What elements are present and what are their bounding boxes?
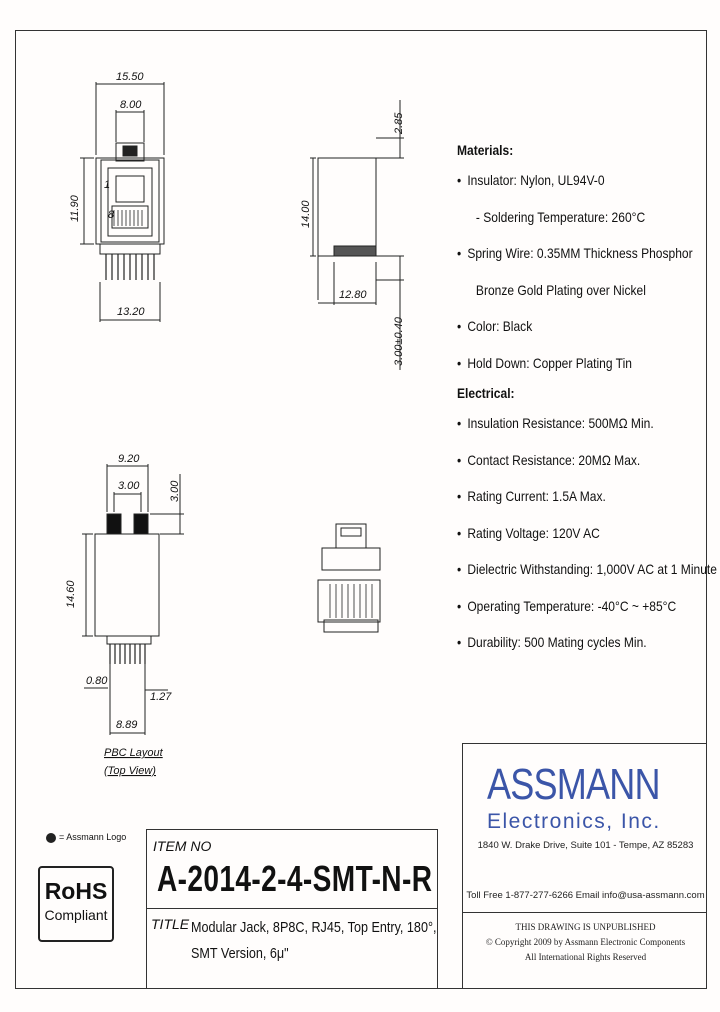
pcb-layout-subtitle: (Top View) bbox=[104, 765, 156, 777]
divider bbox=[463, 912, 706, 913]
spec-item: •Dielectric Withstanding: 1,000V AC at 1… bbox=[457, 561, 717, 577]
title-label: TITLE bbox=[151, 916, 190, 932]
company-block: ASSMANN Electronics, Inc. 1840 W. Drake … bbox=[462, 743, 707, 989]
spec-item: •Insulation Resistance: 500MΩ Min. bbox=[457, 415, 654, 431]
copyright-notice: © Copyright 2009 by Assmann Electronic C… bbox=[485, 937, 686, 947]
dim-label: 3.00 bbox=[118, 480, 140, 492]
dim-label: 14.00 bbox=[300, 200, 312, 228]
spec-item: •Color: Black bbox=[457, 318, 533, 334]
pin-label: 8 bbox=[108, 209, 115, 221]
rohs-badge: RoHS Compliant bbox=[38, 866, 114, 942]
dim-label: 9.20 bbox=[118, 453, 140, 465]
spec-item: •Spring Wire: 0.35MM Thickness Phosphor bbox=[457, 245, 693, 261]
dim-label: 8.89 bbox=[116, 719, 137, 731]
dim-label: 11.90 bbox=[69, 194, 81, 222]
materials-heading: Materials: bbox=[457, 142, 514, 158]
assmann-logo-icon bbox=[46, 832, 56, 843]
item-number: A-2014-2-4-SMT-N-R bbox=[157, 858, 433, 899]
title-line: SMT Version, 6μ" bbox=[191, 945, 289, 962]
dim-label: 8.00 bbox=[120, 99, 142, 111]
electrical-heading: Electrical: bbox=[457, 385, 515, 401]
title-text: Modular Jack, 8P8C, RJ45, Top Entry, 180… bbox=[191, 915, 437, 967]
dim-label: 3.00±0.40 bbox=[393, 316, 405, 366]
item-no-label: ITEM NO bbox=[153, 838, 212, 854]
pcb-layout-title: PBC Layout bbox=[104, 747, 164, 759]
rohs-compliant: Compliant bbox=[44, 907, 108, 923]
specifications: Materials: •Insulator: Nylon, UL94V-0 - … bbox=[457, 138, 717, 661]
logo-legend: = Assmann Logo bbox=[46, 832, 126, 843]
company-logo: ASSMANN bbox=[487, 760, 661, 809]
spec-item: •Rating Voltage: 120V AC bbox=[457, 524, 600, 541]
front-view bbox=[80, 82, 165, 322]
dim-label: 0.80 bbox=[86, 675, 108, 687]
spec-item: •Durability: 500 Mating cycles Min. bbox=[457, 634, 647, 650]
pcb-layout-view bbox=[82, 464, 184, 735]
dim-label: 15.50 bbox=[116, 71, 144, 83]
title-line: Modular Jack, 8P8C, RJ45, Top Entry, 180… bbox=[191, 919, 437, 936]
spec-item: •Insulator: Nylon, UL94V-0 bbox=[457, 172, 605, 188]
unpublished-notice: THIS DRAWING IS UNPUBLISHED bbox=[515, 922, 656, 932]
company-address: 1840 W. Drake Drive, Suite 101 - Tempe, … bbox=[477, 840, 694, 851]
spec-item: •Rating Current: 1.5A Max. bbox=[457, 488, 606, 504]
company-subtitle: Electronics, Inc. bbox=[487, 810, 661, 833]
top-view bbox=[317, 523, 381, 633]
dim-label: 13.20 bbox=[117, 306, 145, 318]
divider bbox=[147, 908, 437, 909]
rohs-label: RoHS bbox=[44, 878, 108, 904]
company-contact: Toll Free 1-877-277-6266 Email info@usa-… bbox=[466, 890, 705, 901]
solder-leads bbox=[105, 254, 155, 280]
dim-label: 2.85 bbox=[393, 112, 405, 135]
contact-pins bbox=[113, 210, 143, 226]
dim-label: 3.00 bbox=[169, 480, 181, 502]
spec-item: - Soldering Temperature: 260°C bbox=[475, 208, 646, 225]
spec-item: •Operating Temperature: -40°C ~ +85°C bbox=[457, 597, 677, 614]
spec-item: •Contact Resistance: 20MΩ Max. bbox=[457, 451, 641, 468]
spec-item: Bronze Gold Plating over Nickel bbox=[475, 281, 646, 298]
spec-item: •Hold Down: Copper Plating Tin bbox=[457, 354, 632, 371]
dim-label: 1.27 bbox=[150, 691, 172, 703]
rights-notice: All International Rights Reserved bbox=[524, 952, 647, 962]
drawing-frame bbox=[15, 30, 707, 989]
side-view bbox=[310, 100, 404, 370]
pin-label: 1 bbox=[104, 179, 110, 191]
dim-label: 14.60 bbox=[65, 580, 77, 608]
title-block: ITEM NO A-2014-2-4-SMT-N-R TITLE Modular… bbox=[146, 829, 438, 989]
dim-label: 12.80 bbox=[339, 289, 367, 301]
